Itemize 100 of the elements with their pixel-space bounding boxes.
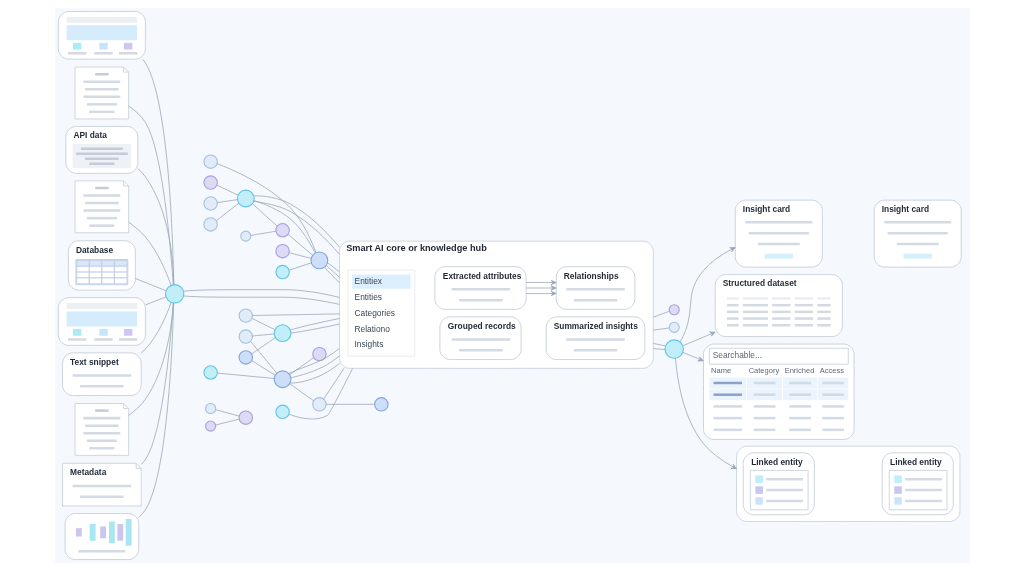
arrow xyxy=(682,352,704,362)
connector xyxy=(652,348,665,350)
node-circle xyxy=(373,397,389,412)
connector xyxy=(326,262,340,273)
connector xyxy=(182,295,340,305)
connector xyxy=(214,409,240,417)
connector xyxy=(288,262,312,271)
node-circle xyxy=(202,196,218,211)
connector xyxy=(251,203,277,227)
connector xyxy=(253,200,340,255)
connector xyxy=(127,221,171,286)
connector xyxy=(652,343,666,347)
connector xyxy=(250,337,276,355)
node-circle xyxy=(202,175,218,190)
connector xyxy=(251,318,275,331)
node-box: Grouped records xyxy=(438,316,522,360)
arrow xyxy=(525,290,556,297)
node-circle xyxy=(202,154,218,169)
connector xyxy=(289,363,340,384)
connector xyxy=(287,233,313,256)
node-circle xyxy=(311,346,327,362)
node-circle xyxy=(204,402,216,415)
node-box: Insight card xyxy=(734,199,823,268)
node-box: Summarized insights xyxy=(545,316,645,360)
node-circle xyxy=(310,251,328,270)
connector xyxy=(140,302,171,354)
node-circle xyxy=(274,223,290,238)
node-circle xyxy=(204,420,216,432)
node-circle xyxy=(202,365,218,380)
node-box: Searchable... Name Category Enriched Access xyxy=(702,343,855,440)
arrow xyxy=(679,247,736,343)
connector xyxy=(144,296,166,306)
node-circle xyxy=(239,230,251,242)
connector xyxy=(290,323,340,334)
connector xyxy=(251,333,275,337)
node-circle xyxy=(663,339,684,359)
node-box: Extracted attributes xyxy=(433,266,527,310)
node-circle xyxy=(238,350,253,365)
arrow xyxy=(682,331,715,347)
connector xyxy=(216,184,238,196)
connector xyxy=(288,348,340,374)
connector xyxy=(215,202,239,221)
connector xyxy=(214,418,240,426)
connector xyxy=(134,278,166,291)
arrow xyxy=(525,279,556,286)
node-circle xyxy=(202,217,218,232)
connector xyxy=(289,357,314,375)
node-box: Linked entity xyxy=(742,452,815,516)
connector xyxy=(288,252,312,259)
connector xyxy=(652,327,670,331)
connector xyxy=(182,289,340,298)
arrow xyxy=(525,285,556,291)
node-box: Insight card xyxy=(873,199,962,268)
connector xyxy=(652,310,670,318)
connector xyxy=(127,302,174,416)
connector xyxy=(137,168,174,286)
node-circle xyxy=(274,404,290,420)
node-window xyxy=(57,297,146,346)
arrow xyxy=(674,357,737,470)
node-box: Structured dataset xyxy=(714,274,843,337)
node-chart xyxy=(64,513,139,560)
connector xyxy=(289,318,340,331)
node-circle xyxy=(273,370,291,389)
connector xyxy=(216,372,274,379)
node-circle xyxy=(311,397,327,412)
node-circle xyxy=(273,324,291,343)
connector xyxy=(251,313,340,316)
connector xyxy=(138,302,174,518)
connector xyxy=(288,367,353,420)
connector xyxy=(216,199,238,203)
connector xyxy=(322,367,344,400)
connector xyxy=(253,200,315,254)
node-box: Relationships xyxy=(555,266,635,310)
node-circle xyxy=(668,304,680,316)
node-circle xyxy=(238,329,253,344)
connector xyxy=(289,383,314,402)
connector xyxy=(127,105,174,285)
node-box: API data xyxy=(64,126,138,174)
connector xyxy=(216,163,316,253)
node-circle xyxy=(164,284,184,304)
node-circle xyxy=(236,189,255,208)
connector xyxy=(250,230,276,236)
node-box: Entitiex Entities Categories Relationo Insights xyxy=(346,269,415,357)
connector xyxy=(249,341,277,374)
connector xyxy=(323,266,340,283)
node-box: Text snippet xyxy=(61,352,142,396)
connector xyxy=(140,302,174,465)
connector xyxy=(253,195,340,248)
node-circle xyxy=(238,308,253,323)
cluster xyxy=(735,445,960,522)
connector xyxy=(250,360,275,376)
node-circle xyxy=(274,264,290,280)
connector xyxy=(325,265,340,278)
node-circle xyxy=(238,410,253,425)
connector xyxy=(325,403,375,405)
node-circle xyxy=(274,243,290,259)
node-window xyxy=(57,11,146,60)
connector xyxy=(290,355,340,379)
node-box: Database xyxy=(67,240,136,291)
node-box: Linked entity xyxy=(881,452,954,516)
